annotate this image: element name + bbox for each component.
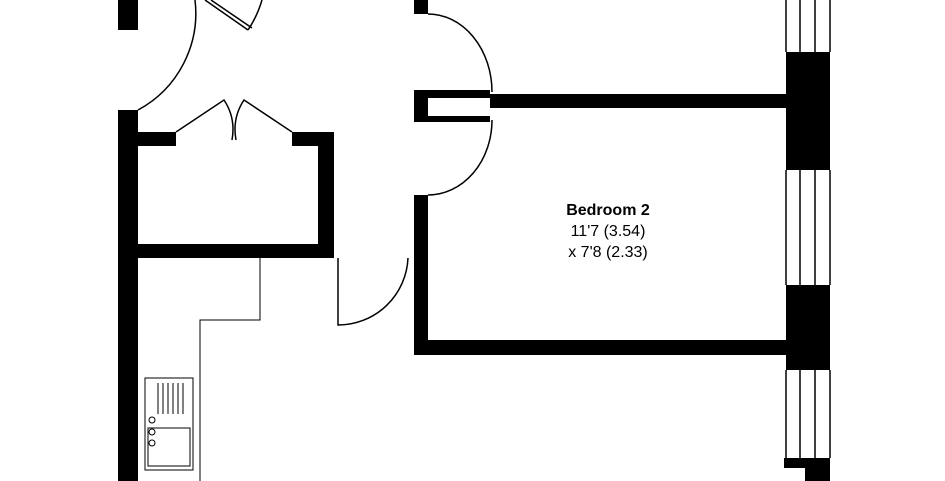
kitchen-units xyxy=(144,258,261,481)
door-arc-top-left-lower xyxy=(137,0,197,111)
room-label-bedroom-2: Bedroom 2 11'7 (3.54) x 7'8 (2.33) xyxy=(520,200,696,263)
wall-bedroom2-top xyxy=(490,94,790,108)
wall-hall-top-stub xyxy=(414,0,428,14)
wall-left-main xyxy=(118,110,138,481)
wall-cupboard-left-return xyxy=(138,132,176,146)
wall-hall-jamb-small xyxy=(414,90,428,122)
wall-bedroom2-bottom xyxy=(414,340,790,355)
door-arc-cupboard-left xyxy=(175,98,234,141)
room-dimension-metric: x 7'8 (2.33) xyxy=(568,244,648,261)
wall-hall-door-head xyxy=(428,90,490,98)
room-name: Bedroom 2 xyxy=(566,202,650,219)
tap-icon xyxy=(148,416,156,424)
doors xyxy=(137,0,493,326)
door-arc-cupboard-right xyxy=(234,98,293,141)
wall-external-bottom-stub xyxy=(784,458,830,468)
walls xyxy=(118,0,830,481)
wall-external-pier-2 xyxy=(786,285,830,370)
wall-cupboard-right xyxy=(318,132,334,258)
door-arc-kitchen xyxy=(337,257,409,326)
wall-hall-door-foot xyxy=(428,116,490,122)
door-leaf-top-left xyxy=(204,0,249,31)
door-arc-hall-bottom xyxy=(427,119,493,196)
windows xyxy=(785,0,831,458)
room-dimension-imperial: 11'7 (3.54) xyxy=(570,223,646,240)
door-arc-top-left xyxy=(247,0,263,31)
wall-external-pier-1 xyxy=(786,52,830,170)
wall-bedroom2-left xyxy=(414,195,428,355)
wall-external-bottom-foot xyxy=(805,468,830,481)
door-arc-hall-top xyxy=(427,13,493,93)
wall-cupboard-bottom xyxy=(138,244,334,258)
sink-unit xyxy=(144,377,194,471)
wall-top-left-stub xyxy=(118,0,138,30)
